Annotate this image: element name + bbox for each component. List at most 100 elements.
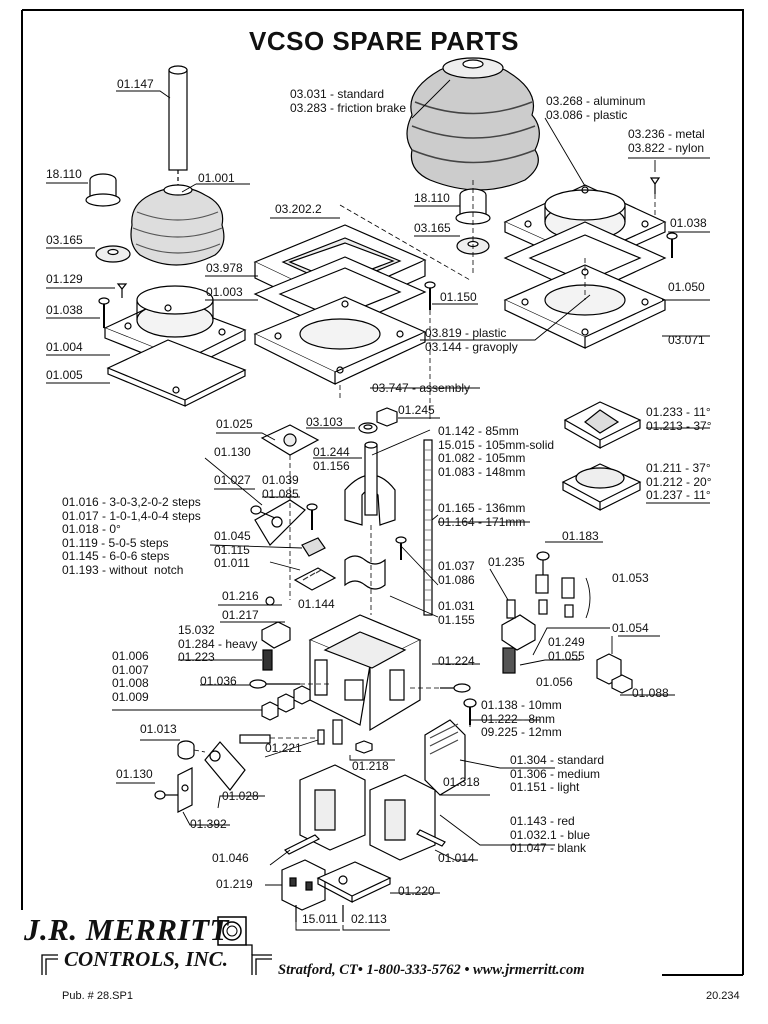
screw-01130-top: [250, 505, 276, 519]
switch-01235: [501, 599, 536, 651]
shaft-01147: [168, 65, 188, 190]
label-03236: 03.236 - metal 03.822 - nylon: [628, 127, 705, 155]
label-01143: 01.143 - red 01.032.1 - blue 01.047 - bl…: [510, 814, 591, 855]
publication-number: Pub. # 28.SP1: [62, 990, 133, 1002]
bushing-01013: [177, 740, 195, 760]
label-01244: 01.244 01.156: [313, 445, 350, 473]
spring-01056: [502, 647, 516, 674]
label-01165: 01.165 - 136mm 01.164 - 171mm: [438, 501, 526, 529]
brand-subtitle: CONTROLS, INC.: [64, 947, 228, 971]
label-01220: 01.220: [398, 884, 435, 898]
label-01233: 01.233 - 11° 01.213 - 37°: [646, 405, 712, 433]
screw-01037: [395, 536, 407, 560]
label-01129: 01.129: [46, 272, 83, 286]
housing-lower-right: [369, 774, 436, 861]
screw-01129: [116, 283, 128, 298]
label-01006: 01.006 01.007 01.008 01.009: [112, 649, 149, 704]
label-01318: 01.318: [443, 775, 480, 789]
label-01130-top: 01.130: [214, 445, 251, 459]
pin-01036: [249, 679, 300, 689]
label-01016: 01.016 - 3-0-3,2-0-2 steps 01.017 - 1-0-…: [62, 495, 201, 577]
page-frame: [22, 9, 744, 975]
pawl-01006: [261, 685, 311, 721]
block-01245: [376, 407, 398, 427]
washer-03165-left: [95, 245, 131, 263]
label-15032: 15.032 01.284 - heavy 01.223: [178, 623, 258, 664]
actuator-01039: [344, 441, 396, 526]
label-01031: 01.031 01.155: [438, 599, 475, 627]
label-01003: 01.003: [206, 285, 243, 299]
label-03165-right: 03.165: [414, 221, 451, 235]
bracket-01025: [260, 424, 320, 456]
label-02113: 02.113: [351, 912, 387, 926]
label-01046: 01.046: [212, 851, 249, 865]
mounting-plate-03747: [253, 296, 427, 385]
label-01221: 01.221: [265, 741, 302, 755]
label-03202: 03.202.2: [275, 202, 322, 216]
label-01218: 01.218: [352, 759, 389, 773]
label-01224: 01.224: [438, 654, 475, 668]
flange-01004: [103, 285, 247, 371]
label-01144: 01.144: [298, 597, 335, 611]
spring-01037: [344, 555, 386, 590]
label-01142: 01.142 - 85mm 15.015 - 105mm-solid 01.08…: [438, 424, 555, 479]
label-03103: 03.103: [306, 415, 343, 429]
screw-01038-left: [98, 297, 110, 328]
screw-01130-bottom: [154, 790, 178, 800]
label-01005: 01.005: [46, 368, 83, 382]
screw-03236: [649, 177, 661, 194]
base-plate-01220: [316, 861, 392, 903]
lever-01028: [204, 734, 271, 791]
spring-15032: [262, 649, 273, 671]
plunger-01217: [261, 621, 291, 649]
microswitch-01219: [281, 859, 326, 911]
cam-01027: [254, 499, 306, 546]
label-01028: 01.028: [222, 789, 259, 803]
label-01392: 01.392: [190, 817, 227, 831]
label-03031: 03.031 - standard 03.283 - friction brak…: [290, 87, 407, 115]
label-01053: 01.053: [612, 571, 649, 585]
boot-01001: [130, 184, 225, 266]
ring-03103: [358, 422, 378, 434]
label-01150: 01.150: [440, 290, 477, 304]
label-01088: 01.088: [632, 686, 669, 700]
label-01045: 01.045 01.115 01.011: [214, 529, 251, 570]
label-01037: 01.037 01.086: [438, 559, 475, 587]
label-01004: 01.004: [46, 340, 83, 354]
page-code: 20.234: [706, 990, 740, 1002]
part-01218: [332, 719, 373, 754]
label-18110-right: 18.110: [414, 191, 450, 205]
label-03268: 03.268 - aluminum 03.086 - plastic: [546, 94, 646, 122]
label-03978: 03.978: [206, 261, 243, 275]
ball-01216: [265, 596, 275, 606]
housing-lower-left: [299, 764, 366, 851]
label-01216: 01.216: [222, 589, 259, 603]
housing-main: [308, 614, 422, 732]
label-01249: 01.249 01.055: [548, 635, 585, 663]
part-01221: [317, 729, 325, 745]
cam-01016: [301, 537, 326, 557]
gate-01211: [561, 463, 642, 512]
switch-01318: [424, 719, 466, 796]
logo-marks: [41, 916, 272, 975]
gate-01233: [563, 401, 642, 450]
label-01039: 01.039 01.085: [262, 473, 299, 501]
label-01038-left: 01.038: [46, 303, 83, 317]
pin-01014: [416, 829, 446, 847]
label-15011: 15.011: [302, 912, 338, 926]
label-01138: 01.138 - 10mm 01.222 - 8mm 09.225 - 12mm: [481, 698, 562, 739]
slider-01045: [293, 567, 337, 591]
label-01014: 01.014: [438, 851, 475, 865]
screw-01085: [306, 503, 318, 530]
label-01036: 01.036: [200, 674, 237, 688]
label-01183: 01.183: [562, 529, 599, 543]
switch-01053: [535, 574, 575, 618]
label-01130-bottom: 01.130: [116, 767, 153, 781]
label-01304: 01.304 - standard 01.306 - medium 01.151…: [510, 753, 605, 794]
assembly-axes: [193, 180, 656, 910]
label-03747: 03.747 - assembly: [372, 381, 471, 395]
label-01211: 01.211 - 37° 01.212 - 20° 01.237 - 11°: [646, 461, 712, 502]
label-01217: 01.217: [222, 608, 259, 622]
